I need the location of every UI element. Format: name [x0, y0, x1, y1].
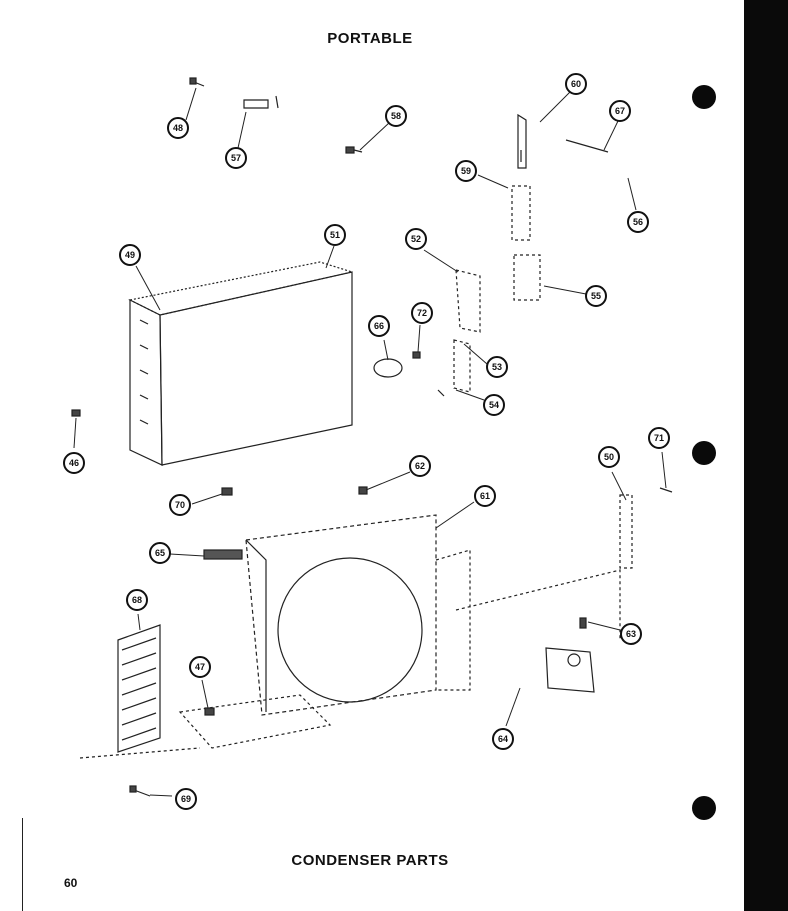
part-screw-62: [358, 486, 368, 495]
callout-68: 68: [126, 589, 148, 611]
callout-71: 71: [648, 427, 670, 449]
callout-70: 70: [169, 494, 191, 516]
scan-edge-bar: [744, 0, 788, 911]
svg-text:72: 72: [417, 308, 427, 318]
part-bracket-60: [511, 113, 531, 241]
callout-47: 47: [189, 656, 211, 678]
part-screw-58: [345, 146, 363, 154]
binder-hole: [692, 441, 716, 465]
callout-67: 67: [609, 100, 631, 122]
part-screw-70: [221, 487, 233, 496]
svg-text:67: 67: [615, 106, 625, 116]
svg-text:71: 71: [654, 433, 664, 443]
callout-63: 63: [620, 623, 642, 645]
callout-53: 53: [486, 356, 508, 378]
part-condenser-coil: [128, 261, 355, 466]
callout-48a: 48: [167, 117, 189, 139]
part-screw-top: [189, 77, 205, 87]
callout-50: 50: [598, 446, 620, 468]
part-shroud-base: [178, 514, 621, 749]
svg-text:62: 62: [415, 461, 425, 471]
part-grille-68: [79, 624, 201, 759]
callout-69: 69: [175, 788, 197, 810]
part-screw-46: [71, 409, 81, 417]
svg-text:68: 68: [132, 595, 142, 605]
svg-text:69: 69: [181, 794, 191, 804]
part-bracket-52: [437, 269, 481, 397]
svg-text:54: 54: [489, 400, 499, 410]
part-screw-47: [204, 707, 215, 716]
svg-text:58: 58: [391, 111, 401, 121]
callout-55: 55: [585, 285, 607, 307]
callout-52: 52: [405, 228, 427, 250]
callout-60: 60: [565, 73, 587, 95]
callout-58: 58: [385, 105, 407, 127]
svg-text:48: 48: [173, 123, 183, 133]
part-bracket-55: [513, 254, 541, 301]
callout-56: 56: [627, 211, 649, 233]
svg-text:59: 59: [461, 166, 471, 176]
callout-59: 59: [455, 160, 477, 182]
part-clip-65: [203, 549, 243, 560]
svg-text:63: 63: [626, 629, 636, 639]
part-screw-72: [412, 351, 421, 359]
callout-61: 61: [474, 485, 496, 507]
part-motor-64: [545, 647, 595, 693]
svg-text:60: 60: [571, 79, 581, 89]
svg-text:66: 66: [374, 321, 384, 331]
part-bracket-small: [243, 95, 279, 109]
svg-text:50: 50: [604, 452, 614, 462]
svg-text:57: 57: [231, 153, 241, 163]
page-number: 60: [64, 876, 78, 890]
callout-51: 51: [324, 224, 346, 246]
part-screw-67: [565, 139, 609, 153]
callout-62: 62: [409, 455, 431, 477]
part-screw-63: [579, 617, 587, 629]
callout-65: 65: [149, 542, 171, 564]
callout-64: 64: [492, 728, 514, 750]
svg-text:53: 53: [492, 362, 502, 372]
binder-hole: [692, 796, 716, 820]
section-title: CONDENSER PARTS: [291, 852, 449, 869]
svg-text:64: 64: [498, 734, 508, 744]
callout-46: 46: [63, 452, 85, 474]
part-bracket-50: [619, 487, 673, 569]
part-gasket-66: [373, 358, 403, 378]
svg-text:46: 46: [69, 458, 79, 468]
callout-49: 49: [119, 244, 141, 266]
page-title: PORTABLE: [327, 30, 413, 47]
callout-72: 72: [411, 302, 433, 324]
callout-57: 57: [225, 147, 247, 169]
callout-66: 66: [368, 315, 390, 337]
scan-edge-rule: [22, 818, 23, 911]
svg-text:61: 61: [480, 491, 490, 501]
binder-hole: [692, 85, 716, 109]
svg-text:49: 49: [125, 250, 135, 260]
svg-text:52: 52: [411, 234, 421, 244]
callout-54: 54: [483, 394, 505, 416]
svg-text:56: 56: [633, 217, 643, 227]
svg-text:51: 51: [330, 230, 340, 240]
svg-text:47: 47: [195, 662, 205, 672]
part-screw-69: [129, 785, 151, 797]
callout-leaders: [73, 87, 667, 797]
svg-text:70: 70: [175, 500, 185, 510]
svg-text:65: 65: [155, 548, 165, 558]
svg-text:55: 55: [591, 291, 601, 301]
